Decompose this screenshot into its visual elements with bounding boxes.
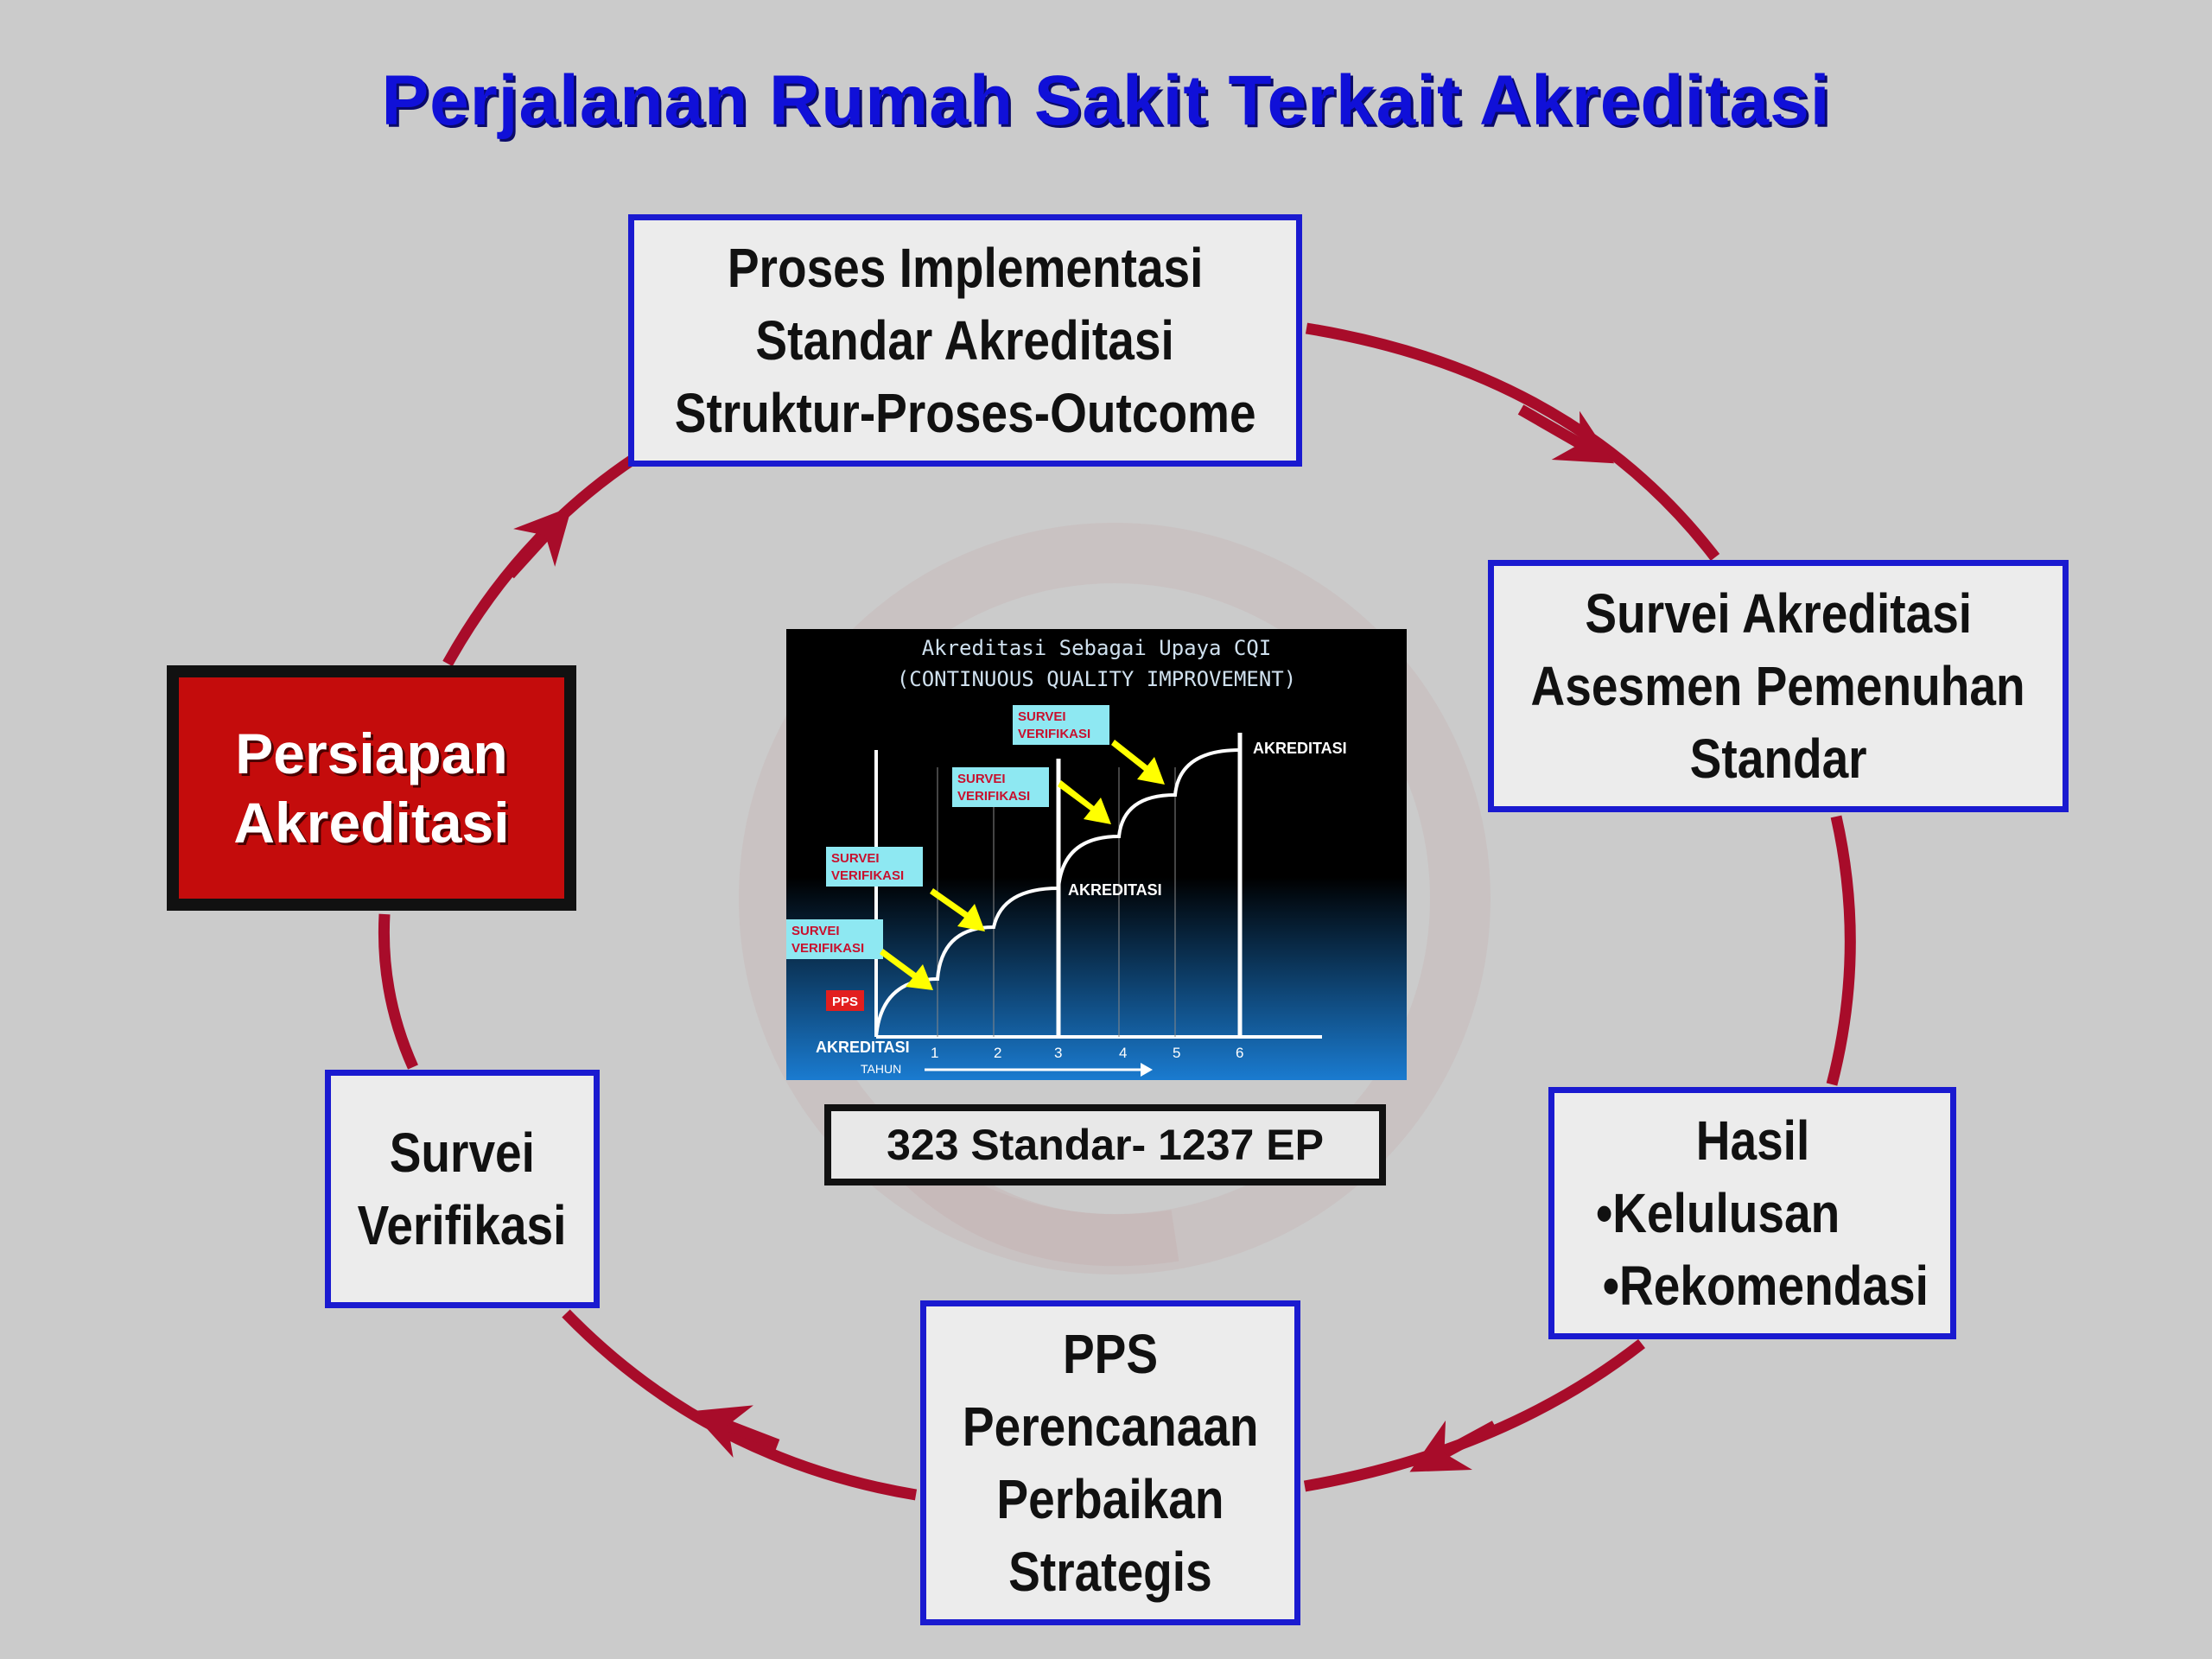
arrow-proses-to-survei bbox=[1305, 322, 1720, 561]
node-line: Akreditasi bbox=[233, 791, 510, 855]
arrow-survei-verifikasi-to-persiapan bbox=[378, 913, 418, 1070]
arrow-head-4 bbox=[505, 505, 572, 579]
node-line: Perencanaan bbox=[962, 1395, 1259, 1458]
survei-label-text: VERIFIKASI bbox=[957, 789, 1030, 804]
node-pps: PPS Perencanaan Perbaikan Strategis bbox=[920, 1300, 1300, 1625]
arrow-head-1 bbox=[1517, 404, 1615, 464]
node-line: Asesmen Pemenuhan bbox=[1530, 655, 2026, 717]
akreditasi-label-top: AKREDITASI bbox=[1253, 740, 1347, 757]
node-header: Hasil bbox=[1695, 1109, 1809, 1172]
x-tick-label: 6 bbox=[1236, 1045, 1243, 1061]
chart-title-line2: (CONTINUOUS QUALITY IMPROVEMENT) bbox=[897, 667, 1296, 691]
node-line: Standar bbox=[1689, 728, 1867, 790]
x-tick-label: 4 bbox=[1119, 1045, 1127, 1061]
x-axis-start-label: AKREDITASI bbox=[816, 1039, 910, 1056]
survei-label-text: SURVEI bbox=[791, 924, 840, 938]
arrow-persiapan-to-proses bbox=[442, 453, 639, 667]
yellow-arrow-icon bbox=[930, 888, 985, 931]
arrow-pps-to-survei-verifikasi bbox=[562, 1309, 918, 1501]
arrow-hasil-to-pps bbox=[1303, 1338, 1646, 1492]
survei-label-text: VERIFIKASI bbox=[1018, 727, 1090, 741]
akreditasi-label-mid: AKREDITASI bbox=[1068, 881, 1162, 899]
node-proses-implementasi: Proses Implementasi Standar Akreditasi S… bbox=[628, 214, 1302, 467]
node-survei-akreditasi: Survei Akreditasi Asesmen Pemenuhan Stan… bbox=[1488, 560, 2069, 812]
survei-label-3: SURVEI VERIFIKASI bbox=[952, 767, 1049, 807]
node-persiapan-akreditasi: Persiapan Akreditasi bbox=[167, 665, 576, 911]
time-arrow-head-icon bbox=[1141, 1063, 1153, 1077]
x-tick-label: 2 bbox=[994, 1045, 1001, 1061]
node-line: Verifikasi bbox=[358, 1194, 567, 1256]
arrow-head-2 bbox=[1409, 1420, 1498, 1472]
survei-label-4: SURVEI VERIFIKASI bbox=[1013, 705, 1109, 745]
node-line: Perbaikan bbox=[996, 1468, 1224, 1530]
node-hasil: Hasil •Kelulusan •Rekomendasi bbox=[1548, 1087, 1956, 1339]
survei-label-2: SURVEI VERIFIKASI bbox=[826, 847, 923, 887]
improvement-curve bbox=[874, 748, 1241, 1038]
yellow-arrow-icon bbox=[1058, 780, 1111, 824]
survei-label-text: VERIFIKASI bbox=[831, 868, 904, 883]
page-title: Perjalanan Rumah Sakit Terkait Akreditas… bbox=[381, 61, 1831, 140]
node-persiapan-fill: Persiapan Akreditasi bbox=[179, 677, 564, 899]
node-line: Survei Akreditasi bbox=[1585, 582, 1972, 645]
survei-label-text: VERIFIKASI bbox=[791, 941, 864, 956]
survei-label-text: SURVEI bbox=[1018, 709, 1066, 724]
node-line: Struktur-Proses-Outcome bbox=[674, 382, 1256, 444]
bullet-text: Rekomendasi bbox=[1618, 1255, 1929, 1317]
x-tick-label: 1 bbox=[931, 1045, 938, 1061]
node-line: Survei bbox=[389, 1122, 536, 1184]
node-line: Standar Akreditasi bbox=[755, 309, 1175, 372]
bullet-item: •Kelulusan bbox=[1595, 1182, 1840, 1244]
x-axis-unit-label: TAHUN bbox=[861, 1062, 901, 1076]
node-survei-verifikasi: Survei Verifikasi bbox=[325, 1070, 600, 1308]
pps-badge bbox=[826, 990, 864, 1011]
node-line: Persiapan bbox=[235, 721, 508, 785]
yellow-arrow-icon bbox=[1111, 740, 1165, 785]
chart-title-line1: Akreditasi Sebagai Upaya CQI bbox=[922, 636, 1272, 660]
standar-count-label: 323 Standar- 1237 EP bbox=[824, 1104, 1386, 1185]
survei-label-text: SURVEI bbox=[957, 772, 1006, 786]
node-line: Proses Implementasi bbox=[727, 237, 1204, 299]
bullet-item: •Rekomendasi bbox=[1602, 1255, 1929, 1317]
arrow-survei-to-hasil bbox=[1826, 815, 1856, 1086]
survei-label-text: SURVEI bbox=[831, 851, 880, 866]
arrow-head-3 bbox=[690, 1405, 780, 1459]
x-tick-label: 5 bbox=[1173, 1045, 1180, 1061]
pps-badge-text: PPS bbox=[832, 995, 858, 1009]
node-line: Strategis bbox=[1008, 1541, 1212, 1603]
x-tick-label: 3 bbox=[1054, 1045, 1062, 1061]
node-line: PPS bbox=[1062, 1323, 1159, 1385]
cqi-chart-panel: Akreditasi Sebagai Upaya CQI (CONTINUOUS… bbox=[786, 629, 1407, 1080]
bullet-text: Kelulusan bbox=[1612, 1182, 1840, 1244]
survei-label-1: SURVEI VERIFIKASI bbox=[786, 919, 883, 959]
yellow-arrow-icon bbox=[880, 949, 933, 990]
